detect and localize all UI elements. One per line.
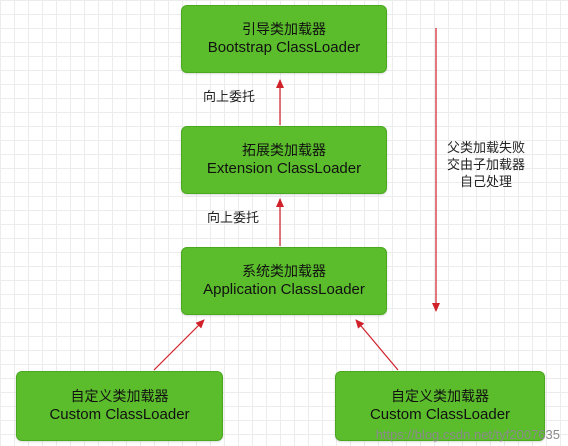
- node-application-en: Application ClassLoader: [203, 281, 365, 298]
- arrow-custom-left-to-application: [153, 319, 205, 371]
- node-bootstrap-zh: 引导类加载器: [242, 22, 326, 38]
- edge-label-application-to-extension: 向上委托: [207, 211, 260, 226]
- node-extension-en: Extension ClassLoader: [206, 160, 362, 177]
- arrow-custom-right-to-application: [355, 319, 399, 371]
- side-note-line3: 自己处理: [459, 175, 512, 190]
- node-custom-right-en: Custom ClassLoader: [369, 406, 511, 423]
- edge-label-extension-to-bootstrap: 向上委托: [203, 90, 256, 105]
- side-note: 父类加载失败 交由子加载器 自己处理: [441, 140, 531, 191]
- node-custom-right-zh: 自定义类加载器: [391, 389, 489, 405]
- node-extension-classloader: 拓展类加载器 Extension ClassLoader: [181, 126, 387, 194]
- node-custom-classloader-right: 自定义类加载器 Custom ClassLoader: [335, 371, 545, 441]
- side-note-line2: 交由子加载器: [446, 158, 525, 173]
- watermark: https://blog.csdn.net/tyf2007635: [375, 427, 560, 442]
- node-extension-zh: 拓展类加载器: [242, 143, 326, 159]
- side-note-line1: 父类加载失败: [446, 141, 525, 156]
- node-application-zh: 系统类加载器: [242, 264, 326, 280]
- node-custom-classloader-left: 自定义类加载器 Custom ClassLoader: [16, 371, 223, 441]
- node-custom-left-en: Custom ClassLoader: [49, 406, 190, 423]
- node-bootstrap-classloader: 引导类加载器 Bootstrap ClassLoader: [181, 5, 387, 73]
- node-custom-left-zh: 自定义类加载器: [70, 389, 169, 405]
- node-application-classloader: 系统类加载器 Application ClassLoader: [181, 247, 387, 315]
- node-bootstrap-en: Bootstrap ClassLoader: [207, 39, 361, 56]
